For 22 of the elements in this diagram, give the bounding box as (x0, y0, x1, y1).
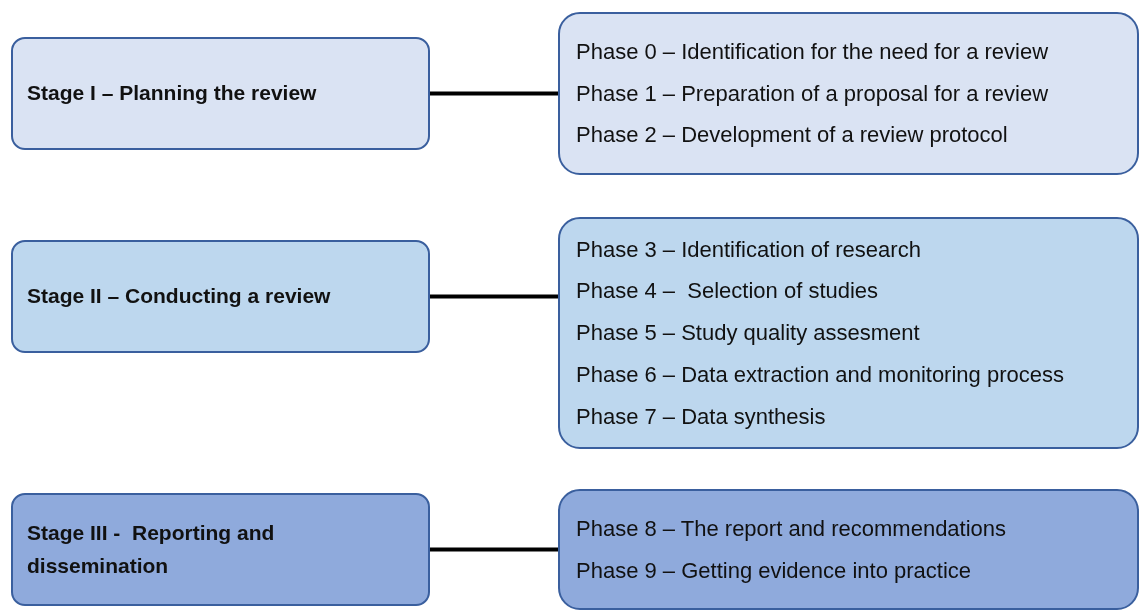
connector-line (430, 91, 558, 96)
phase-text: Phase 2 – Development of a review protocol (576, 121, 1009, 150)
phase-text: Phase 5 – Study quality assesment (576, 319, 921, 348)
phase-text: Phase 0 – Identification for the need for a review (576, 37, 1050, 66)
phase-box (558, 489, 1139, 610)
phase-text: Phase 7 – Data synthesis (576, 402, 827, 431)
stage-box (11, 37, 430, 150)
phase-text: Phase 1 – Preparation of a proposal for a review (576, 79, 1050, 108)
phase-text: Phase 9 – Getting evidence into practice (576, 556, 973, 585)
connector-line (430, 294, 558, 299)
stage-box (11, 240, 430, 353)
connector-line (430, 547, 558, 552)
phase-box (558, 217, 1139, 449)
phase-text: Phase 4 – Selection of studies (576, 277, 880, 306)
stage-title: Stage I – Planning the review (27, 80, 318, 107)
phase-box (558, 12, 1139, 175)
phase-text: Phase 3 – Identification of research (576, 235, 922, 264)
stage-box (11, 493, 430, 606)
phase-text: Phase 8 – The report and recommendations (576, 514, 1008, 543)
phase-text: Phase 6 – Data extraction and monitoring process (576, 360, 1065, 389)
stage-title: Stage III - Reporting and dissemination (27, 519, 276, 579)
stage-title: Stage II – Conducting a review (27, 283, 332, 310)
